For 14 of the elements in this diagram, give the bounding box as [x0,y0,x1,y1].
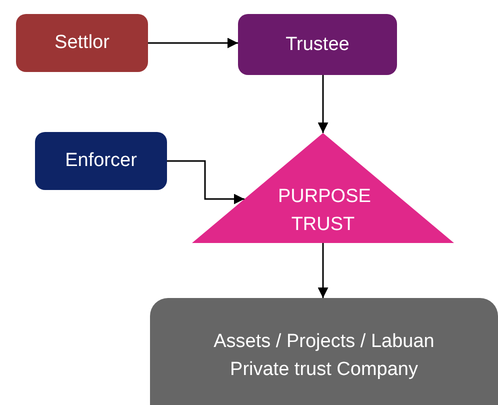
arrow [318,75,328,133]
triangle-shape [192,133,454,243]
node-label: Settlor [54,32,110,54]
arrow [148,38,238,48]
node-label: Trustee [286,34,350,56]
process-box [150,298,498,405]
process-box [35,132,167,190]
node-label: Assets / Projects / Labuan Private trust Company [212,330,436,382]
node-label: Enforcer [65,150,137,172]
process-box [16,14,148,72]
arrow [167,160,244,204]
process-box [238,14,397,75]
node-label: PURPOSE TRUST [278,185,368,237]
arrow [318,243,328,298]
